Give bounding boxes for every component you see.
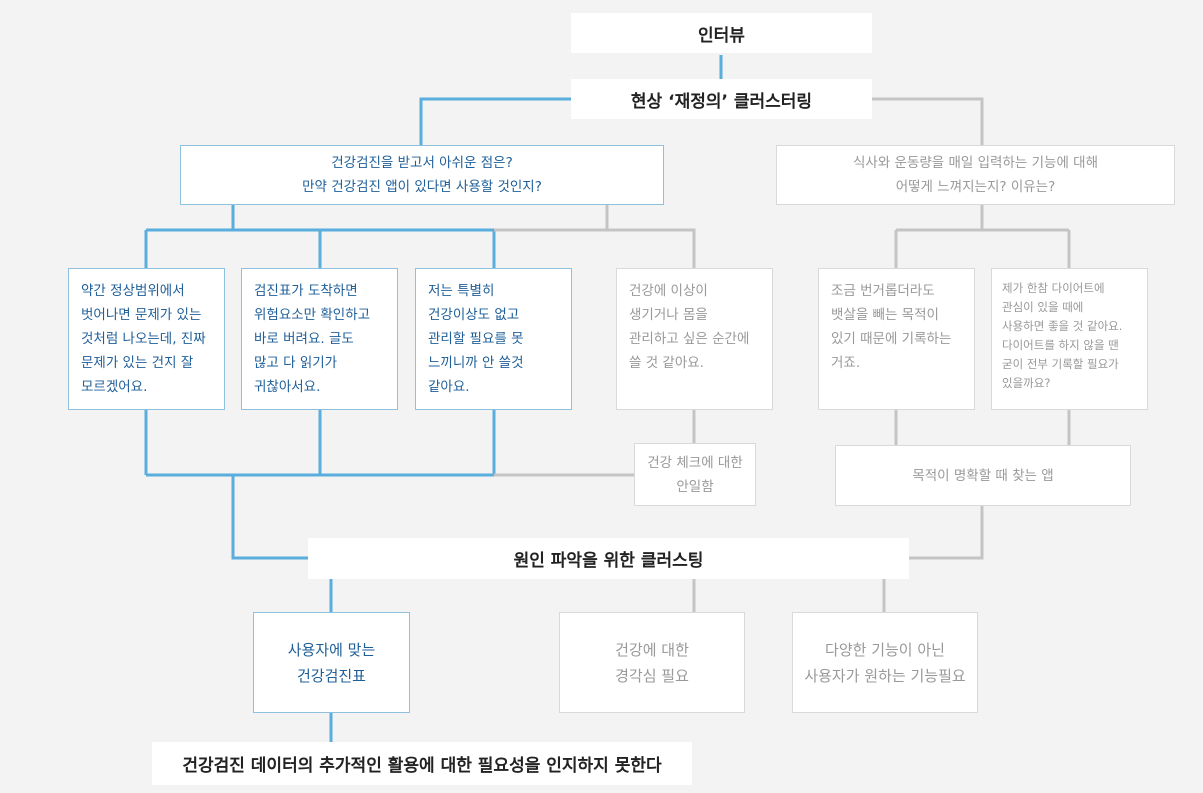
conclusion-banner: 건강검진 데이터의 추가적인 활용에 대한 필요성을 인지하지 못한다: [152, 742, 692, 785]
blue-connectors: [144, 55, 723, 742]
answer-card-6: 제가 한참 다이어트에 관심이 있을 때에 사용하면 좋을 것 같아요. 다이어…: [991, 268, 1148, 410]
answer-card-3: 저는 특별히 건강이상도 없고 관리할 필요를 못 느끼니까 안 쓸것 같아요.: [415, 268, 572, 410]
reframe-clustering-header: 현상 ‘재정의’ 클러스터링: [571, 79, 872, 119]
answer-card-1: 약간 정상범위에서 벗어나면 문제가 있는 것처럼 나오는데, 진짜 문제가 있…: [68, 268, 225, 410]
gray-connectors: [494, 97, 1071, 612]
question-diet-input: 식사와 운동량을 매일 입력하는 기능에 대해 어떻게 느껴지는지? 이유는?: [776, 145, 1175, 205]
result-wanted-features: 다양한 기능이 아닌 사용자가 원하는 기능필요: [792, 612, 978, 713]
cause-clustering-header: 원인 파악을 위한 클러스팅: [308, 538, 909, 579]
insight-purpose-app: 목적이 명확할 때 찾는 앱: [835, 445, 1131, 506]
insight-complacency: 건강 체크에 대한 안일함: [634, 443, 756, 506]
answer-card-4: 건강에 이상이 생기거나 몸을 관리하고 싶은 순간에 쓸 것 같아요.: [616, 268, 773, 410]
result-custom-report: 사용자에 맞는 건강검진표: [253, 612, 410, 713]
question-checkup: 건강검진을 받고서 아쉬운 점은? 만약 건강검진 앱이 있다면 사용할 것인지…: [180, 145, 664, 205]
result-health-alert: 건강에 대한 경각심 필요: [559, 612, 745, 713]
interview-header: 인터뷰: [571, 13, 872, 53]
answer-card-2: 검진표가 도착하면 위험요소만 확인하고 바로 버려요. 글도 많고 다 읽기가…: [241, 268, 398, 410]
answer-card-5: 조금 번거롭더라도 뱃살을 빼는 목적이 있기 때문에 기록하는 거죠.: [818, 268, 975, 410]
